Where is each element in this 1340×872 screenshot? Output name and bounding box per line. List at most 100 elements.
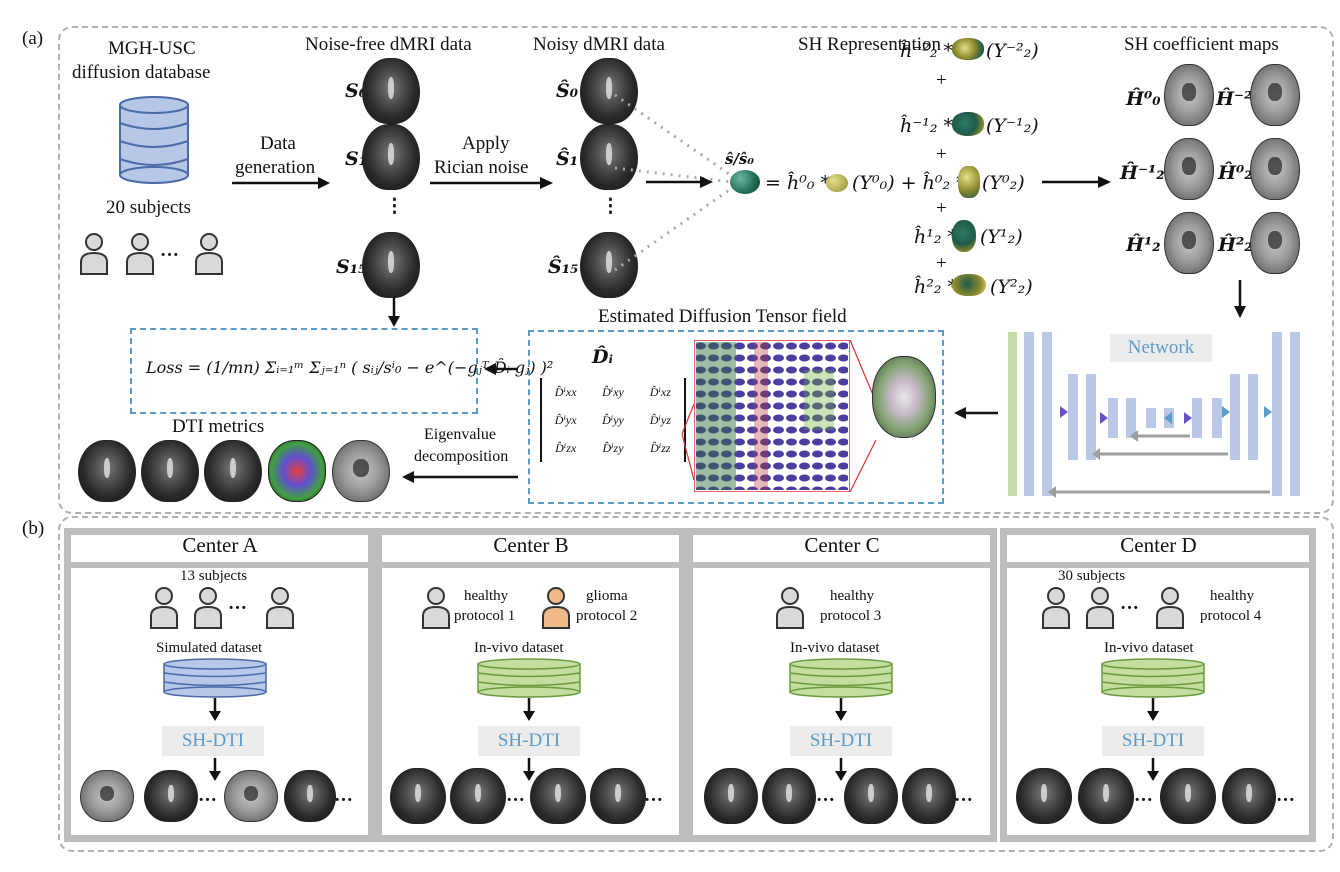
arrow-down-loss — [388, 298, 400, 327]
loss-equation: Loss = (1/mn) Σᵢ₌₁ᵐ Σⱼ₌₁ⁿ ( sᵢⱼ/sⁱ₀ − e^… — [146, 358, 554, 377]
term-m2: ĥ⁻²₂ * — [900, 40, 954, 62]
noisy-title: Noisy dMRI data — [533, 34, 665, 55]
sh-maps-title: SH coefficient maps — [1124, 34, 1279, 55]
network-label: Network — [1110, 334, 1212, 362]
panel-b-frame — [58, 516, 1334, 852]
center-c-arrow-2 — [835, 758, 847, 781]
center-a-brain-2 — [144, 770, 198, 822]
center-a-arrow-1 — [209, 698, 221, 721]
noise-free-title: Noise-free dMRI data — [305, 34, 472, 55]
subjects-dots: ··· — [160, 245, 180, 266]
arrow-to-dti — [402, 471, 518, 483]
arrow-to-sh — [646, 176, 713, 188]
center-c-title: Center C — [804, 533, 880, 557]
map-h2m2 — [1250, 64, 1300, 126]
center-b-arrow-2 — [523, 758, 535, 781]
network-diagram — [1008, 332, 1300, 498]
sh-y20-icon — [958, 166, 980, 198]
eq-main: = ĥ⁰₀ * — [765, 172, 830, 194]
eig-label-1: Eigenvalue — [424, 426, 496, 443]
center-d-dots-2: ··· — [1276, 790, 1296, 811]
center-c-dots-1: ··· — [816, 790, 836, 811]
center-d-dataset: In-vivo dataset — [1104, 640, 1194, 656]
arrow-down-network — [1234, 280, 1246, 318]
center-d-people-dots: ··· — [1120, 598, 1140, 619]
arrow-to-loss — [484, 363, 518, 375]
center-b-protocol-1: protocol 1 — [454, 608, 516, 624]
sh-ym1-icon — [952, 112, 984, 136]
plus-3: + — [936, 198, 947, 219]
brain-sh0 — [580, 58, 638, 124]
sh-yp2-icon — [952, 274, 986, 296]
y-p2: (Y²₂) — [990, 276, 1033, 298]
center-a-head-line — [64, 562, 375, 568]
h20-label: Ĥ⁰₂ — [1218, 162, 1253, 184]
dti-map-5 — [332, 440, 390, 502]
s15-label: S₁₅ — [336, 256, 367, 278]
center-b-brain-3 — [530, 768, 586, 824]
center-b-glioma-icon — [542, 587, 570, 629]
center-c-dataset: In-vivo dataset — [790, 640, 880, 656]
center-b-healthy: healthy — [464, 588, 509, 604]
center-c-healthy: healthy — [830, 588, 875, 604]
center-a-dataset: Simulated dataset — [156, 640, 263, 656]
sh-yp1-icon — [952, 220, 976, 252]
map-h00 — [1164, 64, 1214, 126]
center-d-head-line — [1000, 562, 1316, 568]
tensor-brain-color — [872, 356, 936, 438]
arrow-to-tensor — [954, 407, 998, 419]
tensor-box — [528, 330, 944, 504]
center-a-dots-1: ··· — [198, 790, 218, 811]
panel-b-tag: (b) — [22, 518, 45, 539]
center-c-dots-2: ··· — [954, 790, 974, 811]
matrix-yz: D̂ⁱyz — [649, 412, 671, 427]
s1-label: S₁ — [345, 148, 368, 170]
sh-y00-icon — [826, 174, 848, 192]
brain-sh1 — [580, 124, 638, 190]
center-b-dataset: In-vivo dataset — [474, 640, 564, 656]
center-b-glioma: glioma — [586, 588, 628, 604]
panel-a-tag: (a) — [22, 28, 44, 49]
tensor-matrix: D̂ⁱxx D̂ⁱxy D̂ⁱxz D̂ⁱyx D̂ⁱyy D̂ⁱyz D̂ⁱz… — [540, 378, 686, 462]
data-gen-label-2: generation — [235, 157, 316, 178]
center-a-subjects: 13 subjects — [180, 568, 248, 584]
brain-sh15 — [580, 232, 638, 298]
center-c-arrow-1 — [835, 698, 847, 721]
center-c-db-icon — [789, 658, 893, 698]
center-b-dots-2: ··· — [644, 790, 664, 811]
h2m2-label: Ĥ⁻²₂ — [1216, 88, 1261, 110]
center-c-healthy-icon — [776, 587, 804, 629]
center-d-method: SH-DTI — [1102, 726, 1204, 756]
term-p2: ĥ²₂ * — [914, 276, 958, 298]
center-d-healthy: healthy — [1210, 588, 1255, 604]
s0-label: S₀ — [345, 80, 368, 102]
arrow-apply-noise — [430, 177, 553, 189]
center-d-subjects: 30 subjects — [1058, 568, 1126, 584]
y-p1: (Y¹₂) — [980, 226, 1023, 248]
matrix-zy: D̂ⁱzy — [602, 440, 624, 455]
eig-label-2: decomposition — [414, 448, 509, 465]
center-b-brain-4 — [590, 768, 646, 824]
center-c-brain-3 — [844, 768, 898, 824]
ratio-label: ŝ/ŝ₀ — [725, 150, 754, 168]
center-b-dots-1: ··· — [506, 790, 526, 811]
dti-metrics-title: DTI metrics — [172, 416, 265, 437]
center-b-title: Center B — [493, 533, 569, 557]
center-c-brain-1 — [704, 768, 758, 824]
dti-map-3 — [204, 440, 262, 502]
matrix-yx: D̂ⁱyx — [554, 412, 577, 427]
brain-s15 — [362, 232, 420, 298]
center-d-brain-4 — [1222, 768, 1276, 824]
center-a-dots-2: ··· — [334, 790, 354, 811]
center-c-brain-2 — [762, 768, 816, 824]
sh1-label: Ŝ₁ — [556, 148, 579, 170]
tensor-title: Estimated Diffusion Tensor field — [598, 306, 847, 327]
tensor-glyph-field — [694, 340, 850, 492]
subjects-icons — [80, 233, 223, 275]
center-b-arrow-1 — [523, 698, 535, 721]
y00-term: (Y⁰₀) + ĥ⁰₂ * — [852, 172, 966, 194]
center-d-db-icon — [1101, 658, 1205, 698]
plus-4: + — [936, 253, 947, 274]
sh15-label: Ŝ₁₅ — [548, 256, 579, 278]
loss-box — [130, 328, 478, 414]
